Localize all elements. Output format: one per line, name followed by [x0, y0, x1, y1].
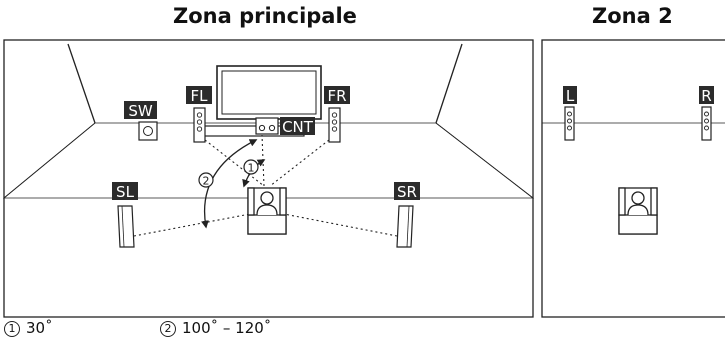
z2-right-label: R: [699, 86, 714, 105]
cnt-label-text: CNT: [282, 118, 314, 136]
fr-label: FR: [324, 86, 350, 105]
sr-label-text: SR: [397, 183, 417, 201]
fl-label: FL: [186, 86, 212, 105]
legend-text-1: 30˚: [26, 319, 53, 337]
tv-icon: [216, 65, 322, 128]
z2-left-label: L: [563, 86, 577, 105]
main-zone-room: [2, 39, 535, 318]
legend-item-1: 1 30˚: [4, 319, 53, 337]
subwoofer-icon: [138, 121, 158, 141]
z2-right-label-text: R: [701, 87, 711, 105]
sw-label: SW: [124, 101, 157, 120]
angle-2-marker: 2: [198, 172, 214, 188]
angle-1-marker: 1: [243, 159, 259, 175]
legend-mark-2: 2: [160, 321, 176, 337]
sr-label: SR: [394, 182, 420, 201]
zone2-listener-chair-icon: [618, 187, 658, 235]
angle-100-120-arc: [201, 139, 258, 229]
front-right-speaker-icon: [328, 107, 341, 143]
zone2-room-frame: [541, 39, 725, 318]
sl-label-text: SL: [116, 183, 135, 201]
cnt-label: CNT: [280, 117, 315, 136]
z2-left-label-text: L: [566, 87, 575, 105]
zone2-title: Zona 2: [592, 4, 673, 28]
zone2-right-speaker-icon: [701, 106, 712, 141]
surround-left-speaker-icon: [117, 205, 135, 248]
zone2-room: [541, 39, 725, 318]
svg-text:2: 2: [203, 175, 210, 188]
zone2-left-speaker-icon: [564, 106, 575, 141]
sl-label: SL: [112, 182, 138, 201]
surround-right-speaker-icon: [396, 205, 414, 248]
legend-text-2: 100˚ – 120˚: [182, 319, 272, 337]
sw-label-text: SW: [128, 102, 153, 120]
front-left-speaker-icon: [193, 107, 206, 143]
fl-label-text: FL: [191, 87, 209, 105]
listener-chair-icon: [247, 187, 287, 235]
legend-item-2: 2 100˚ – 120˚: [160, 319, 271, 337]
fr-label-text: FR: [327, 87, 346, 105]
main-zone-title: Zona principale: [173, 4, 357, 28]
main-room-frame: [3, 39, 534, 318]
svg-text:1: 1: [248, 162, 255, 175]
legend-mark-1: 1: [4, 321, 20, 337]
